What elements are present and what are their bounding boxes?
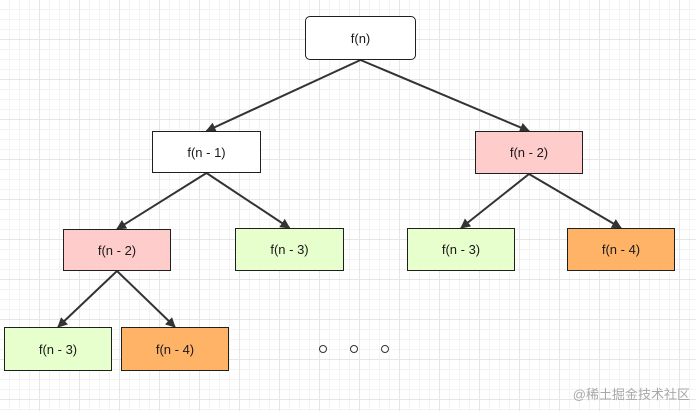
edge-arrow-n1-to-n1b [205, 172, 291, 229]
edge-arrow-n1-to-n1a [116, 172, 208, 230]
watermark: @稀土掘金技术社区 [572, 387, 690, 402]
node-f-n-minus-2-left: f(n - 2) [63, 229, 171, 271]
edge-arrow-root-to-n1 [205, 59, 361, 132]
node-f-n-minus-2-right: f(n - 2) [475, 131, 583, 174]
edge-arrow-n1a-to-n1aa [57, 270, 118, 328]
ellipsis-dot [319, 345, 327, 353]
node-f-n-minus-4-bottom: f(n - 4) [121, 327, 229, 371]
ellipsis-dot [381, 345, 389, 353]
ellipsis-icon [308, 340, 398, 360]
ellipsis-dot [350, 345, 358, 353]
node-f-n: f(n) [305, 16, 416, 60]
edge-arrow-n2-to-n2b [528, 173, 622, 229]
node-f-n-minus-4-right: f(n - 4) [567, 228, 675, 271]
node-f-n-minus-3-mid-right: f(n - 3) [407, 228, 515, 271]
node-f-n-minus-3-bottom: f(n - 3) [4, 327, 112, 371]
node-f-n-minus-3-mid-left: f(n - 3) [235, 228, 344, 271]
node-f-n-minus-1: f(n - 1) [152, 131, 261, 173]
edge-arrow-n1a-to-n1ab [116, 270, 176, 328]
edge-arrow-root-to-n2 [360, 59, 530, 133]
edge-arrow-n2-to-n2a [460, 173, 530, 229]
